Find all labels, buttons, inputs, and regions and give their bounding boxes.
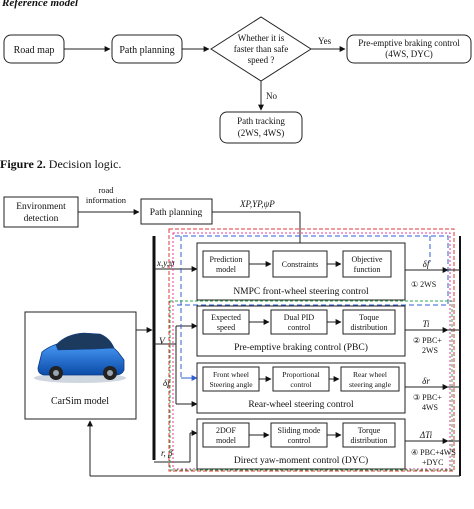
pbc-torque-box (342, 309, 396, 335)
decision-line3: speed ? (248, 55, 275, 65)
dyc-sliding-box (270, 422, 328, 448)
road-info-line2: information (86, 195, 127, 205)
rws-output-label: δr (422, 376, 430, 386)
env-line1: Environment (16, 202, 66, 212)
pbc-torque-line2: distribution (351, 323, 388, 332)
pbc-pid-line1: Dual PID (284, 313, 315, 322)
nmpc-objective-box (342, 250, 392, 278)
decision-flowchart: Road map Path planning Whether it is fas… (3, 16, 472, 144)
pink-dashed-loop (172, 232, 451, 470)
pbc-pid-box (270, 309, 328, 335)
caption-label: Figure 2. (0, 157, 46, 171)
decision-line2: faster than safe (234, 44, 288, 54)
dyc-torque-line2: distribution (351, 436, 388, 445)
braking-line1: Pre-emptive braking control (358, 38, 460, 48)
r-beta-label: r, β (161, 448, 173, 458)
state-signals-label: x,y,ψ (156, 258, 175, 268)
no-label: No (266, 91, 277, 101)
environment-box (3, 196, 79, 228)
nmpc-objective-line1: Objective (351, 255, 383, 264)
braking-line2: (4WS, DYC) (385, 49, 433, 59)
pbc-mode-line2: 2WS (422, 346, 438, 355)
rws-prop-line2: control (290, 380, 311, 389)
dyc-model-line2: model (216, 436, 237, 445)
dyc-output-label: ΔTi (419, 430, 433, 440)
ref-signals-label: XP,YP,ψP (239, 199, 275, 209)
top-header: Reference model (1, 0, 79, 9)
nmpc-objective-line2: function (354, 265, 381, 274)
tracking-line1: Path tracking (237, 116, 285, 126)
car-image (34, 332, 126, 383)
rws-front-box (202, 366, 260, 392)
dyc-model-line1: 2DOF (216, 426, 237, 435)
road-map-label: Road map (14, 45, 55, 56)
carsim-model: CarSim model (24, 311, 137, 420)
pbc-expected-line1: Expected (211, 313, 241, 322)
rws-front-line1: Front wheel (213, 370, 249, 379)
braking-box (346, 34, 472, 64)
delta-f-in-label: δf (163, 378, 171, 388)
dyc-title: Direct yaw-moment control (DYC) (234, 455, 368, 466)
pbc-mode-line1: ② PBC+ (413, 336, 442, 345)
dyc-sliding-line2: control (288, 436, 311, 445)
red-dashed-loop (168, 228, 455, 472)
path-planning-label: Path planning (119, 45, 174, 56)
rws-mode-line1: ③ PBC+ (413, 393, 442, 402)
dyc-torque-box (342, 422, 396, 448)
rws-mode-line2: 4WS (422, 403, 438, 412)
nmpc-prediction-line2: model (216, 265, 237, 274)
caption-text: Decision logic. (46, 157, 122, 171)
pbc-torque-line1: Toque (359, 313, 379, 322)
rws-title: Rear-wheel steering control (248, 400, 354, 410)
nmpc-constraints-label: Constraints (282, 260, 318, 269)
env-line2: detection (24, 214, 59, 224)
nmpc-constraints-box (272, 250, 328, 278)
decision-line1: Whether it is (238, 33, 285, 43)
tracking-line2: (2WS, 4WS) (238, 128, 285, 138)
nmpc-title: NMPC front-wheel steering control (233, 286, 369, 297)
rws-rear-line2: steering angle (349, 380, 392, 389)
velocity-label: V (159, 337, 166, 347)
yes-label: Yes (318, 36, 332, 46)
rws-prop-line1: Proportional (282, 370, 320, 379)
carsim-label: CarSim model (51, 396, 109, 407)
rws-rear-box (340, 366, 400, 392)
green-dashed-loop (169, 300, 453, 471)
rws-front-line2: Steering angle (209, 380, 253, 389)
figure-caption: Figure 2. Decision logic. (0, 157, 121, 171)
nmpc-prediction-line1: Prediction (210, 255, 243, 264)
rws-rear-line1: Rear wheel (353, 370, 387, 379)
pbc-expected-box (202, 309, 250, 335)
dyc-model-box (202, 422, 250, 448)
nmpc-mode: ① 2WS (411, 280, 436, 289)
pbc-title: Pre-emptive braking control (PBC) (234, 342, 368, 353)
control-block-diagram: Environment detection road information P… (3, 185, 461, 477)
nmpc-output-label: δf (423, 259, 431, 269)
pbc-pid-line2: control (288, 323, 311, 332)
dyc-sliding-line1: Sliding mode (278, 426, 321, 435)
dyc-mode-line2: +DYC (422, 458, 443, 467)
dyc-mode-line1: ④ PBC+4WS (411, 448, 456, 457)
block-path-planning-label: Path planning (150, 208, 203, 218)
dyc-torque-line1: Torque (358, 426, 381, 435)
nmpc-prediction-box (202, 250, 250, 278)
pbc-expected-line2: speed (217, 323, 235, 332)
rws-prop-box (272, 366, 330, 392)
path-tracking-box (219, 111, 303, 144)
road-info-line1: road (98, 185, 114, 195)
pbc-output-label: Ti (422, 319, 430, 329)
